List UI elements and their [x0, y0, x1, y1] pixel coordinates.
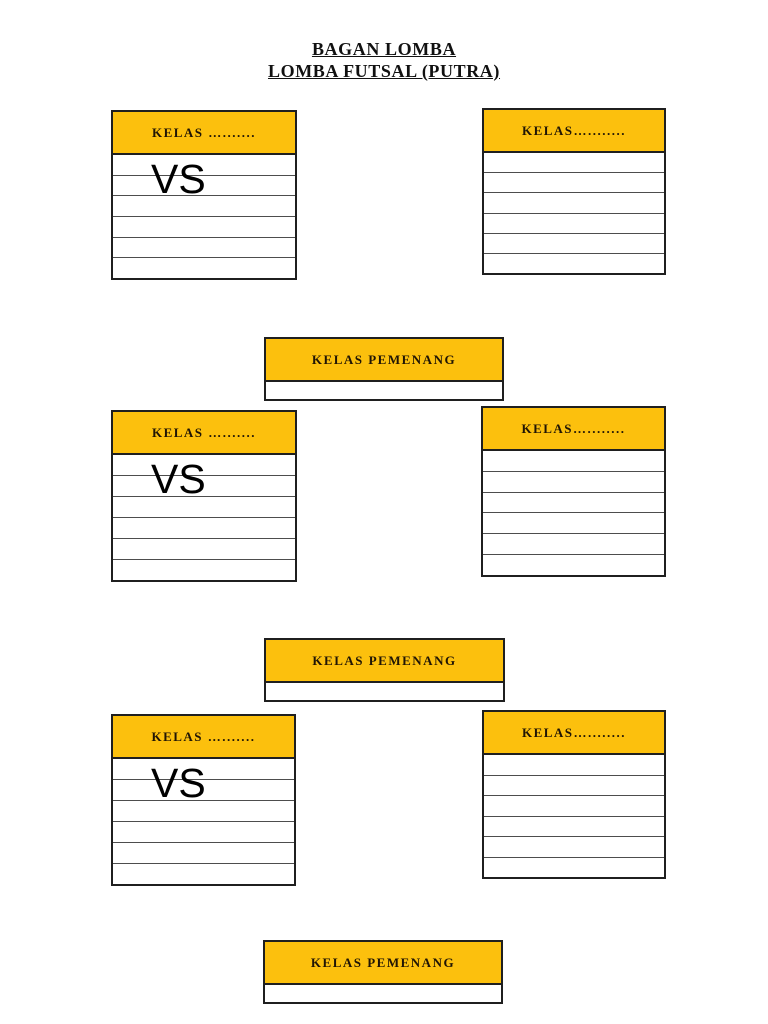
match1-right-rows	[484, 153, 664, 273]
match2-right-team-box: KELAS…........	[481, 406, 666, 577]
entry-row	[484, 193, 664, 214]
entry-row	[483, 493, 664, 514]
entry-row	[484, 234, 664, 254]
match2-winner-header: KELAS PEMENANG	[266, 640, 503, 683]
page-title: BAGAN LOMBA LOMBA FUTSAL (PUTRA)	[0, 38, 768, 82]
entry-row	[113, 455, 295, 476]
entry-row	[113, 217, 295, 238]
match1-left-rows	[113, 155, 295, 278]
match3-left-rows	[113, 759, 294, 884]
entry-row	[113, 864, 294, 884]
match3-right-team-box: KELAS…........	[482, 710, 666, 879]
match3-left-team-box: KELAS …....... VS	[111, 714, 296, 886]
entry-row	[484, 796, 664, 817]
match1-winner-box: KELAS PEMENANG	[264, 337, 504, 401]
entry-row	[484, 254, 664, 273]
match2-left-rows	[113, 455, 295, 580]
entry-row	[113, 155, 295, 176]
entry-row	[113, 822, 294, 843]
match1-right-header: KELAS…........	[484, 110, 664, 153]
title-line-2: LOMBA FUTSAL (PUTRA)	[267, 61, 501, 81]
entry-row	[266, 683, 503, 700]
match3-winner-rows	[265, 985, 501, 1002]
entry-row	[484, 817, 664, 837]
match2-right-header: KELAS…........	[483, 408, 664, 451]
match3-right-header: KELAS…........	[484, 712, 664, 755]
entry-row	[113, 238, 295, 259]
match1-winner-rows	[266, 382, 502, 399]
match3-right-rows	[484, 755, 664, 877]
entry-row	[113, 759, 294, 780]
match2-left-header: KELAS ….......	[113, 412, 295, 455]
match3-vs-label: VS	[151, 760, 206, 806]
entry-row	[484, 776, 664, 796]
entry-row	[113, 560, 295, 580]
match2-vs-label: VS	[151, 456, 206, 502]
entry-row	[113, 518, 295, 539]
entry-row	[483, 451, 664, 472]
entry-row	[113, 476, 295, 497]
entry-row	[113, 196, 295, 218]
entry-row	[113, 801, 294, 822]
match1-vs-label: VS	[151, 156, 206, 202]
match2-winner-box: KELAS PEMENANG	[264, 638, 505, 702]
title-line-1: BAGAN LOMBA	[311, 39, 457, 59]
entry-row	[484, 858, 664, 878]
match3-winner-box: KELAS PEMENANG	[263, 940, 503, 1004]
entry-row	[113, 780, 294, 801]
match1-left-header: KELAS ….......	[113, 112, 295, 155]
entry-row	[484, 214, 664, 234]
match2-left-team-box: KELAS …....... VS	[111, 410, 297, 582]
entry-row	[483, 472, 664, 493]
entry-row	[483, 555, 664, 575]
entry-row	[113, 258, 295, 278]
match1-right-team-box: KELAS…........	[482, 108, 666, 275]
entry-row	[484, 755, 664, 776]
entry-row	[113, 176, 295, 197]
match3-left-header: KELAS ….......	[113, 716, 294, 759]
entry-row	[484, 173, 664, 194]
entry-row	[484, 837, 664, 858]
entry-row	[266, 382, 502, 399]
entry-row	[113, 539, 295, 560]
match2-winner-rows	[266, 683, 503, 700]
match3-winner-header: KELAS PEMENANG	[265, 942, 501, 985]
match1-winner-header: KELAS PEMENANG	[266, 339, 502, 382]
entry-row	[483, 534, 664, 556]
entry-row	[113, 843, 294, 864]
match2-right-rows	[483, 451, 664, 575]
entry-row	[484, 153, 664, 174]
match1-left-team-box: KELAS …....... VS	[111, 110, 297, 280]
entry-row	[483, 513, 664, 535]
entry-row	[113, 497, 295, 518]
entry-row	[265, 985, 501, 1002]
